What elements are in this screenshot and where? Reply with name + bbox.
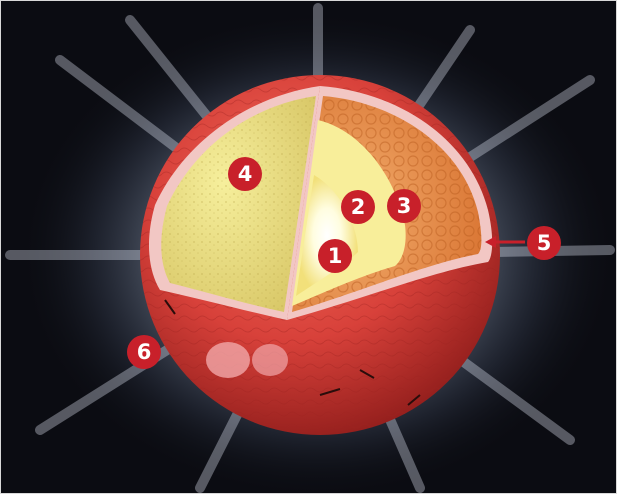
marker-number: 3 — [397, 194, 412, 218]
marker-number: 2 — [351, 195, 366, 219]
marker-radiative-zone: 2 — [341, 190, 375, 224]
marker-number: 6 — [137, 340, 152, 364]
marker-number: 5 — [537, 231, 552, 255]
marker-chromosphere: 5 — [527, 226, 561, 260]
marker-photosphere: 4 — [228, 157, 262, 191]
marker-convective-zone: 3 — [387, 189, 421, 223]
marker-number: 4 — [238, 162, 253, 186]
marker-number: 1 — [328, 244, 343, 268]
marker-core: 1 — [318, 239, 352, 273]
marker-corona: 6 — [127, 335, 161, 369]
